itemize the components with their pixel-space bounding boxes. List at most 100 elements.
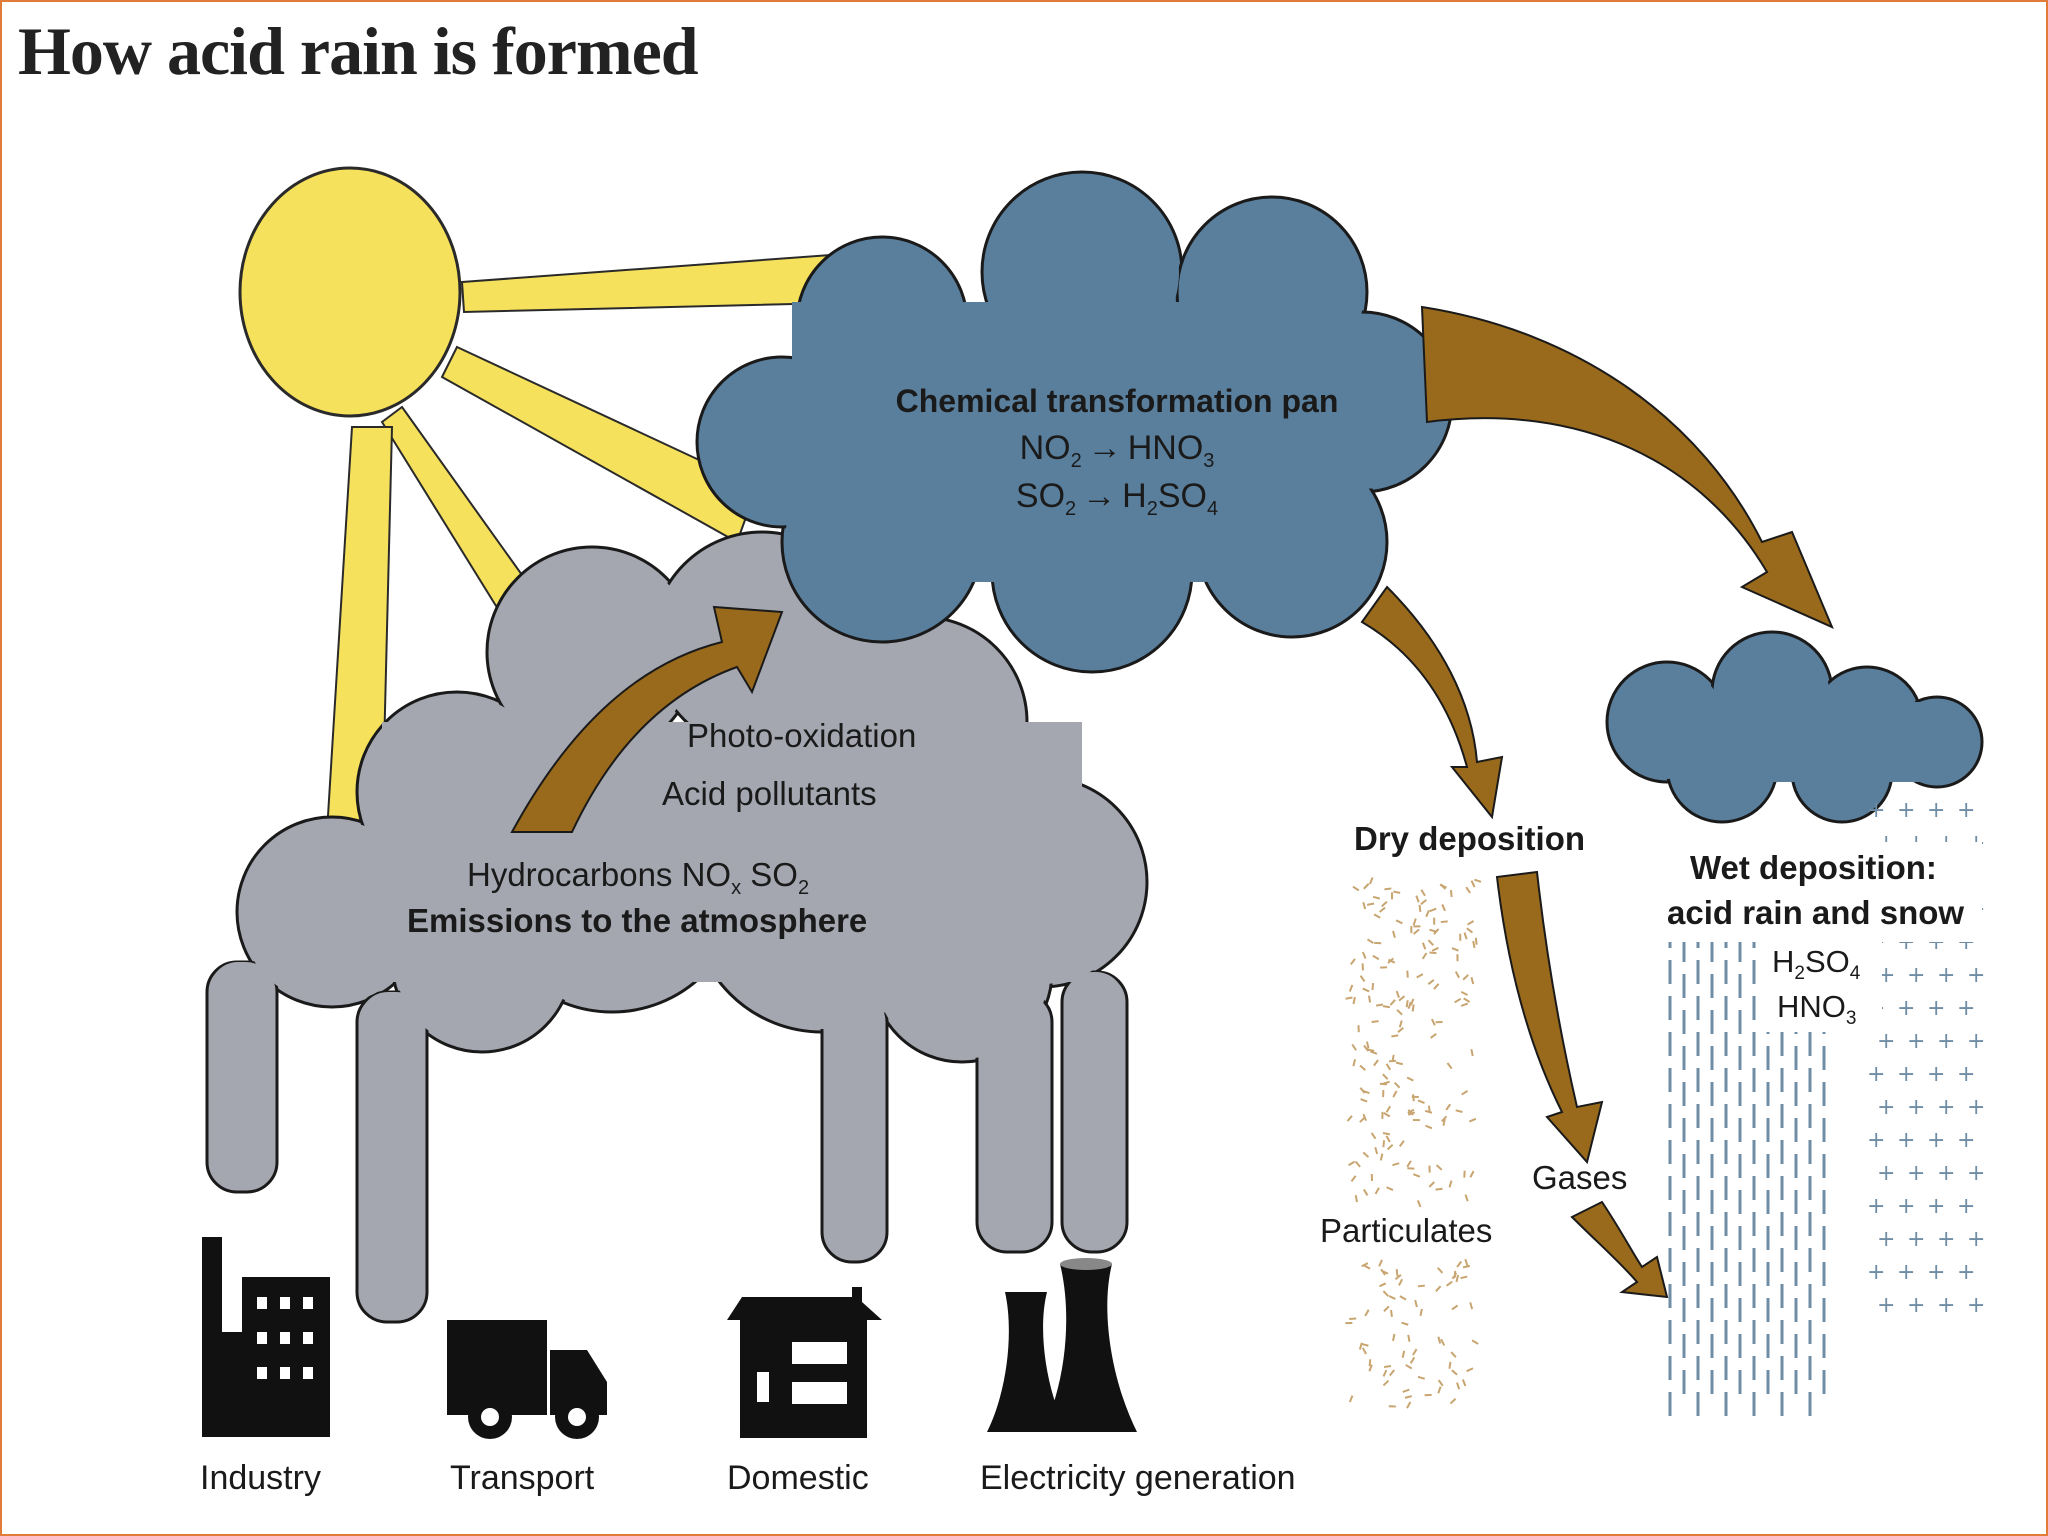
- reaction1-rhs-sub: 3: [1203, 450, 1214, 472]
- particulate-speck: [1371, 982, 1375, 991]
- particulate-speck: [1361, 1262, 1369, 1268]
- particulate-speck: [1474, 937, 1478, 945]
- domestic-plume-fill: [825, 992, 884, 1259]
- cooling-tower-right-opening: [1060, 1258, 1112, 1270]
- particulate-speck: [1368, 877, 1374, 885]
- particulate-speck: [1352, 996, 1356, 1005]
- particulate-speck: [1425, 1124, 1433, 1130]
- particulate-speck: [1370, 1132, 1377, 1140]
- particulate-speck: [1427, 979, 1435, 985]
- particulate-speck: [1366, 938, 1374, 944]
- particulate-speck: [1416, 973, 1424, 979]
- transport-label: Transport: [450, 1459, 595, 1497]
- reaction1-rhs: HNO: [1128, 429, 1204, 467]
- particulate-speck: [1407, 1111, 1416, 1116]
- house-door: [757, 1372, 769, 1402]
- snow-flake: +: [1897, 996, 1915, 1021]
- particulate-speck: [1374, 1146, 1379, 1155]
- particulate-speck: [1441, 904, 1446, 912]
- particulate-speck: [1398, 1020, 1403, 1028]
- particulate-speck: [1433, 928, 1440, 935]
- cooling-tower-right: [1042, 1264, 1137, 1432]
- particulate-speck: [1373, 913, 1381, 919]
- wet-hno3-sub: 3: [1846, 1008, 1857, 1029]
- particulate-speck: [1417, 1099, 1425, 1104]
- reaction1-arrow: →: [1088, 429, 1122, 467]
- particulate-speck: [1378, 1259, 1383, 1267]
- particulate-speck: [1435, 1285, 1442, 1293]
- particulate-speck: [1467, 920, 1475, 926]
- reaction2-rhs-pre-sub: 2: [1147, 498, 1158, 520]
- particulate-speck: [1389, 999, 1396, 1006]
- particulate-speck: [1386, 1143, 1394, 1151]
- snow-flake: +: [1937, 1227, 1955, 1252]
- particulate-speck: [1436, 1267, 1444, 1274]
- particulate-speck: [1406, 1401, 1412, 1409]
- snow-flake: +: [1877, 1029, 1895, 1054]
- factory-window: [257, 1367, 267, 1379]
- particulate-speck: [1385, 1063, 1392, 1071]
- particulate-speck: [1382, 1140, 1386, 1148]
- particulate-speck: [1386, 1186, 1394, 1192]
- particulate-speck: [1378, 906, 1386, 913]
- snow-flake: +: [1877, 1293, 1895, 1318]
- particulate-speck: [1352, 1059, 1357, 1067]
- particulate-speck: [1368, 1359, 1372, 1367]
- particulate-speck: [1415, 895, 1420, 903]
- particulate-speck: [1440, 920, 1448, 924]
- particulate-speck: [1435, 1187, 1443, 1191]
- snow-flake: +: [1867, 1260, 1885, 1285]
- particulate-speck: [1445, 1280, 1453, 1287]
- particulate-speck: [1456, 1382, 1461, 1390]
- particulate-speck: [1465, 886, 1471, 894]
- particulate-speck: [1396, 1009, 1403, 1016]
- snow-flake: +: [1897, 798, 1915, 823]
- house-window-top: [792, 1342, 847, 1364]
- particulate-speck: [1437, 1386, 1442, 1394]
- particulate-speck: [1448, 1361, 1452, 1369]
- particulate-speck: [1393, 890, 1401, 894]
- particulate-speck: [1363, 883, 1370, 890]
- particulate-speck: [1446, 1062, 1453, 1070]
- particulate-speck: [1361, 1347, 1367, 1355]
- gases-label: Gases: [1532, 1159, 1627, 1196]
- particulate-speck: [1429, 928, 1437, 933]
- particulate-speck: [1454, 971, 1460, 979]
- wet-deposition-subheading: acid rain and snow: [1667, 894, 1964, 931]
- snow-flake: +: [1927, 1062, 1945, 1087]
- particulate-speck: [1362, 901, 1367, 910]
- particulate-speck: [1464, 1194, 1469, 1202]
- particulate-speck: [1428, 1181, 1435, 1188]
- particulate-speck: [1401, 1321, 1409, 1326]
- electricity-label: Electricity generation: [980, 1459, 1296, 1497]
- snow-flake: +: [1907, 963, 1925, 988]
- particulate-speck: [1381, 900, 1388, 908]
- particulate-speck: [1471, 1339, 1479, 1345]
- particulate-speck: [1469, 1302, 1474, 1310]
- particulate-speck: [1348, 1160, 1356, 1167]
- particulate-speck: [1418, 904, 1422, 912]
- snow-flake: +: [1927, 1128, 1945, 1153]
- hydrocarbons-sub1: x: [731, 877, 741, 899]
- particulate-speck: [1382, 1080, 1390, 1085]
- particulate-speck: [1385, 1135, 1391, 1143]
- particulate-speck: [1470, 880, 1476, 888]
- reaction2-lhs: SO: [1016, 477, 1065, 515]
- particulate-speck: [1413, 928, 1420, 935]
- reaction2-rhs-pre: H: [1122, 477, 1147, 515]
- particulate-speck: [1366, 1041, 1370, 1049]
- particulate-speck: [1398, 1140, 1405, 1147]
- truck-wheel-rear-hub: [481, 1408, 499, 1426]
- hydrocarbons-mid: SO: [741, 856, 798, 893]
- particulate-speck: [1354, 1195, 1358, 1203]
- snow-flake: +: [1957, 1194, 1975, 1219]
- industry-plume-fill: [210, 962, 274, 1189]
- particulate-speck: [1412, 918, 1417, 926]
- particulate-speck: [1430, 1032, 1437, 1039]
- snow-flake: +: [1867, 1194, 1885, 1219]
- wet-hno3-label: HNO3: [1777, 989, 1856, 1029]
- snow-flake: +: [1937, 1095, 1955, 1120]
- cooling-tower-icon: [987, 1258, 1137, 1432]
- electricity-plume-right-fill: [1065, 972, 1124, 1249]
- gases-arrow-upper: [1495, 870, 1604, 1165]
